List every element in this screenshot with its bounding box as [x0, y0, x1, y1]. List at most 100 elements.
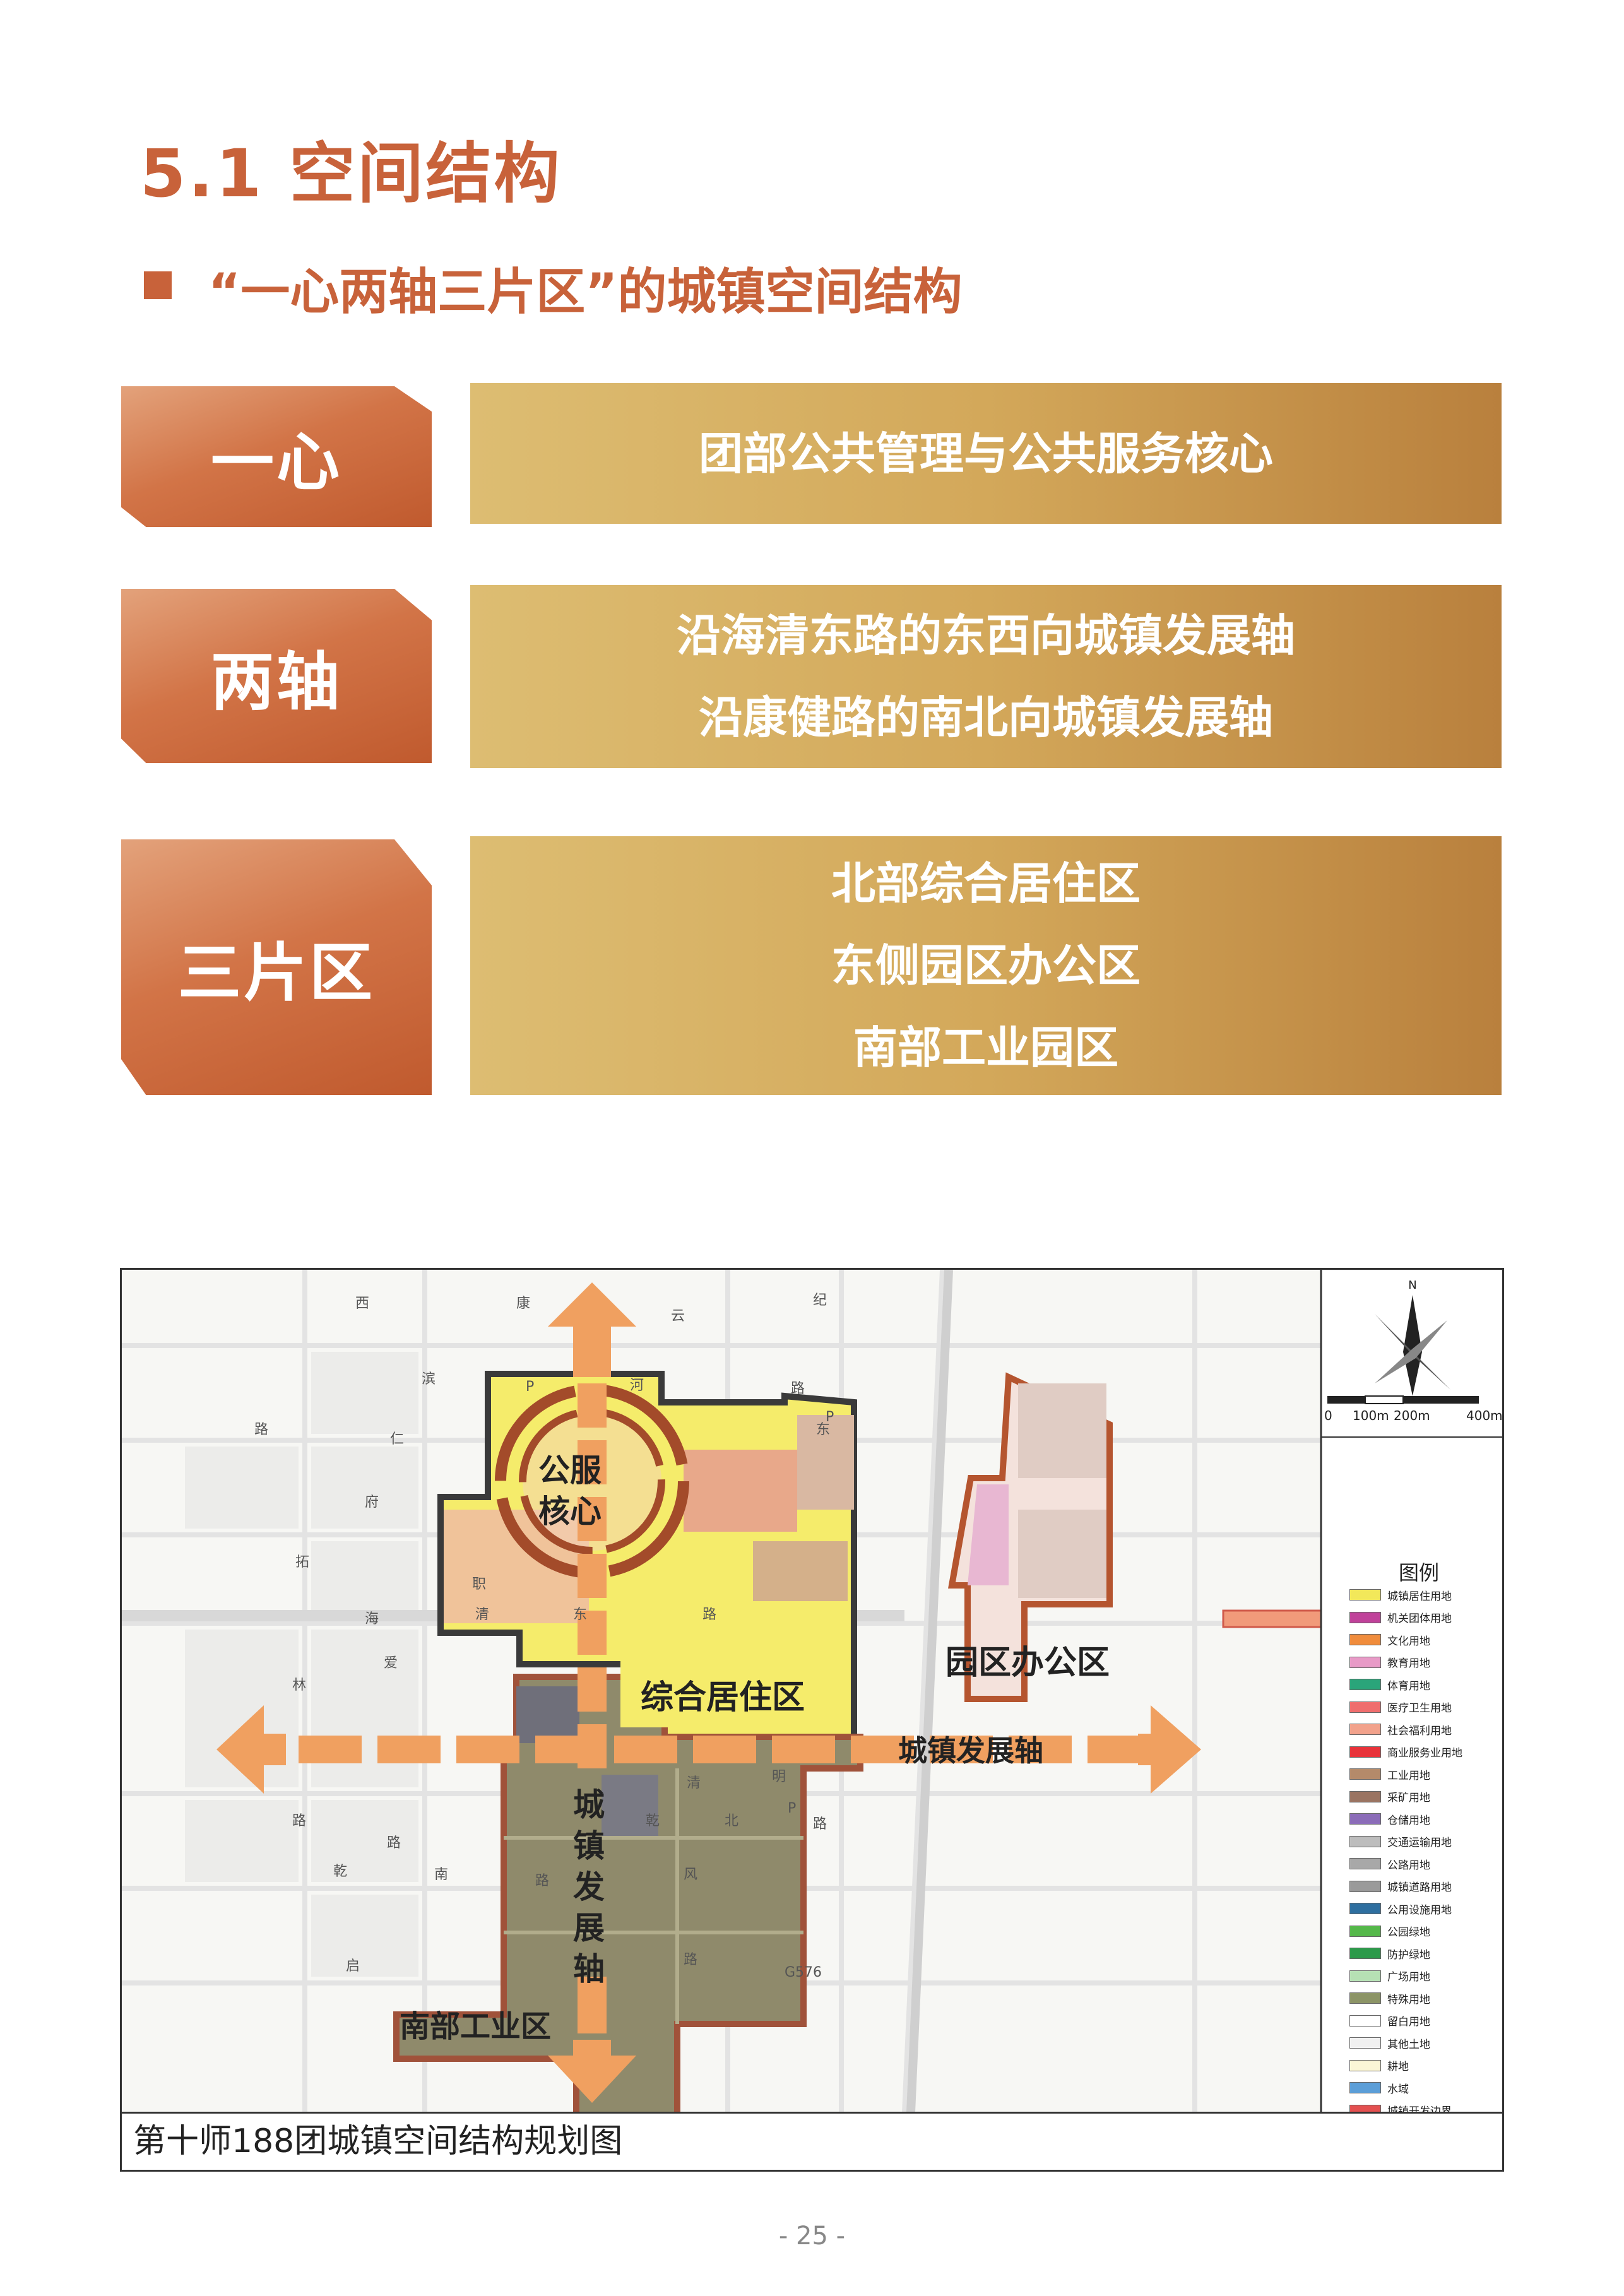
- road-label: 北: [725, 1813, 738, 1829]
- legend-title: 图例: [1398, 1561, 1439, 1585]
- legend-label: 机关团体用地: [1387, 1613, 1452, 1625]
- ns-axis-char: 轴: [573, 1951, 605, 1987]
- highway-g576: [906, 1270, 953, 2112]
- content-line: 团部公共管理与公共服务核心: [699, 427, 1273, 480]
- legend-label: 公用设施用地: [1387, 1903, 1452, 1917]
- subtitle: “一心两轴三片区”的城镇空间结构: [208, 264, 963, 321]
- legend-label: 耕地: [1387, 2061, 1409, 2073]
- legend-item: 公路用地: [1349, 1854, 1430, 1873]
- structure-content-1: 团部公共管理与公共服务核心: [470, 383, 1502, 524]
- road-label: 路: [702, 1607, 716, 1623]
- legend-item: 教育用地: [1349, 1653, 1430, 1672]
- ns-axis-char: 发: [573, 1869, 605, 1905]
- legend-item: 机关团体用地: [1349, 1608, 1452, 1627]
- page-number: - 25 -: [778, 2222, 846, 2251]
- legend-label: 商业服务业用地: [1387, 1747, 1462, 1760]
- legend-swatch: [1349, 1880, 1381, 1892]
- legend-item: 防护绿地: [1349, 1944, 1430, 1963]
- legend-swatch: [1349, 1813, 1381, 1825]
- core-ring-outer: [495, 1384, 689, 1578]
- road-label: 清: [475, 1607, 489, 1623]
- road-label: 路: [292, 1813, 306, 1829]
- legend-swatch: [1349, 1634, 1381, 1645]
- road-label: 职: [472, 1577, 486, 1592]
- content-line: 北部综合居住区: [831, 858, 1141, 909]
- legend-swatch: [1349, 1948, 1381, 1959]
- legend-swatch: [1349, 1746, 1381, 1758]
- road-label: 西: [355, 1296, 369, 1311]
- section-title: 5.1 空间结构: [140, 135, 562, 212]
- legend-item: 体育用地: [1349, 1675, 1430, 1694]
- legend-item: 医疗卫生用地: [1349, 1698, 1452, 1717]
- legend-label: 体育用地: [1387, 1679, 1430, 1693]
- legend-label: 留白用地: [1387, 2016, 1430, 2028]
- legend-swatch: [1349, 2037, 1381, 2049]
- legend-item: 仓储用地: [1349, 1809, 1430, 1828]
- road-label: 康: [516, 1296, 530, 1311]
- legend-label: 文化用地: [1387, 1635, 1430, 1648]
- legend-label: 公路用地: [1387, 1859, 1430, 1872]
- legend-swatch: [1349, 1903, 1381, 1914]
- road-label: 明: [772, 1769, 786, 1785]
- legend-swatch: [1349, 1970, 1381, 1982]
- structure-content-3: 北部综合居住区 东侧园区办公区 南部工业园区: [470, 836, 1502, 1095]
- legend-swatch: [1349, 1611, 1381, 1623]
- legend-label: 城镇居住用地: [1387, 1590, 1452, 1603]
- structure-label-2: 两轴: [121, 589, 432, 763]
- scale-label: 100m: [1353, 1408, 1389, 1423]
- core-label-1: 公服: [538, 1452, 602, 1489]
- road-label: 路: [791, 1381, 805, 1397]
- civic-block: [684, 1450, 797, 1532]
- legend-label: 防护绿地: [1387, 1948, 1430, 1962]
- legend-label: 城镇道路用地: [1387, 1881, 1452, 1894]
- road-label: 路: [535, 1873, 549, 1889]
- legend-swatch: [1349, 1724, 1381, 1735]
- structure-label-1: 一心: [121, 386, 432, 527]
- road-label: 府: [365, 1494, 379, 1510]
- legend-list: 城镇居住用地机关团体用地文化用地教育用地体育用地医疗卫生用地社会福利用地商业服务…: [1349, 1585, 1501, 2128]
- commercial-block: [797, 1415, 854, 1510]
- legend-item: 社会福利用地: [1349, 1720, 1452, 1739]
- legend-swatch: [1349, 2015, 1381, 2027]
- map-caption: 第十师188团城镇空间结构规划图: [120, 2112, 1504, 2172]
- office-label: 园区办公区: [945, 1644, 1110, 1682]
- legend-item: 公园绿地: [1349, 1922, 1430, 1941]
- road-label: 东: [573, 1607, 587, 1623]
- content-line: 东侧园区办公区: [831, 940, 1141, 991]
- legend-item: 广场用地: [1349, 1967, 1430, 1985]
- road-label: 拓: [295, 1554, 309, 1570]
- legend-item: 特殊用地: [1349, 1989, 1430, 2008]
- north-label: N: [1408, 1279, 1416, 1292]
- ew-axis: [216, 1705, 1201, 1794]
- office-block-2: [1018, 1510, 1106, 1598]
- legend-item: 文化用地: [1349, 1630, 1430, 1649]
- legend-label: 其他土地: [1387, 2038, 1430, 2051]
- north-arrow-icon: N: [1375, 1279, 1450, 1396]
- legend-item: 留白用地: [1349, 2011, 1430, 2030]
- legend-swatch: [1349, 1701, 1381, 1713]
- legend-swatch: [1349, 1835, 1381, 1847]
- ns-axis-char: 城: [573, 1787, 605, 1823]
- legend-item: 交通运输用地: [1349, 1832, 1452, 1851]
- road-label: 风: [684, 1867, 697, 1883]
- structure-map: 综合居住区 园区办公区 南部工业区 城镇发展轴 公服 核心 城 镇 发 展 轴 …: [122, 1270, 1502, 2112]
- legend-swatch: [1349, 1679, 1381, 1690]
- road-label: 路: [813, 1816, 827, 1832]
- road-label: 爱: [384, 1655, 398, 1671]
- structure-label-3: 三片区: [121, 839, 432, 1095]
- road-label: 路: [254, 1422, 268, 1438]
- legend-swatch: [1349, 1589, 1381, 1601]
- storage-block: [516, 1686, 579, 1743]
- legend-label: 交通运输用地: [1387, 1837, 1452, 1849]
- utility-block: [602, 1775, 658, 1838]
- scale-label: 200m: [1394, 1408, 1430, 1423]
- education-block: [968, 1484, 1009, 1585]
- content-line: 沿海清东路的东西向城镇发展轴: [677, 610, 1295, 661]
- bullet-square-icon: [144, 271, 172, 299]
- legend-item: 耕地: [1349, 2056, 1409, 2075]
- road-label: 南: [434, 1867, 448, 1883]
- east-strip: [1222, 1609, 1325, 1628]
- legend-label: 广场用地: [1387, 1971, 1430, 1984]
- road-label: 乾: [333, 1864, 347, 1879]
- legend-label: 工业用地: [1387, 1769, 1430, 1782]
